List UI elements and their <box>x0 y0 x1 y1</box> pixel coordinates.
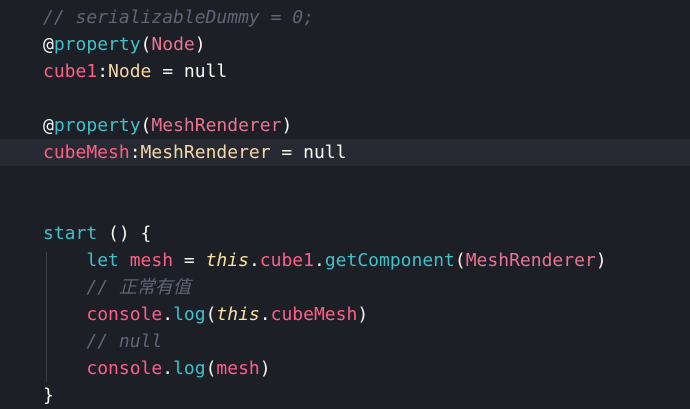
code-token: MeshRenderer <box>465 250 596 271</box>
code-line-content: console.log(mesh) <box>43 355 271 382</box>
code-token: ( <box>140 34 152 55</box>
code-token: mesh <box>129 250 174 271</box>
code-token: . <box>162 358 174 379</box>
code-token: mesh <box>216 358 260 379</box>
code-line[interactable]: } <box>0 382 690 409</box>
code-token: ( <box>140 115 152 136</box>
code-token: property <box>53 34 141 55</box>
code-token: ) <box>281 115 293 136</box>
code-token: cube1 <box>43 61 98 82</box>
code-token: () { <box>97 223 152 244</box>
code-token: log <box>173 358 206 379</box>
code-token: console <box>86 304 163 325</box>
code-token: this <box>216 304 260 325</box>
code-line-content: @property(MeshRenderer) <box>43 112 292 139</box>
code-token <box>43 331 86 352</box>
code-line[interactable]: let mesh = this.cube1.getComponent(MeshR… <box>0 247 690 274</box>
code-token: Node <box>151 34 195 55</box>
code-token: property <box>53 115 141 136</box>
code-line[interactable]: console.log(mesh) <box>0 355 690 382</box>
code-token <box>43 250 86 271</box>
code-token: @ <box>43 115 54 136</box>
code-line[interactable] <box>0 166 690 193</box>
code-token: : <box>97 61 109 82</box>
code-line[interactable]: start () { <box>0 220 690 247</box>
code-token: null <box>183 61 228 82</box>
code-token: // 正常有值 <box>86 277 191 298</box>
code-token: cubeMesh <box>43 142 130 163</box>
code-token: ) <box>357 304 369 325</box>
code-token: log <box>173 304 206 325</box>
code-token: ( <box>205 304 217 325</box>
code-line-content: // null <box>43 328 162 355</box>
code-token: ( <box>454 250 466 271</box>
code-token: MeshRenderer <box>140 142 271 163</box>
code-line-content: // serializableDummy = 0; <box>43 4 314 31</box>
code-token: . <box>313 250 325 271</box>
code-token <box>119 250 130 271</box>
code-token: cube1 <box>259 250 314 271</box>
code-token: . <box>248 250 260 271</box>
code-line-content: start () { <box>43 220 151 247</box>
code-token: console <box>86 358 163 379</box>
code-line-content: cube1:Node = null <box>43 58 227 85</box>
code-token: = <box>151 61 184 82</box>
code-line[interactable]: @property(Node) <box>0 31 690 58</box>
code-line[interactable]: // null <box>0 328 690 355</box>
code-line-content: // 正常有值 <box>43 274 191 301</box>
code-line[interactable]: console.log(this.cubeMesh) <box>0 301 690 328</box>
code-line[interactable]: // serializableDummy = 0; <box>0 4 690 31</box>
code-token: start <box>43 223 98 244</box>
code-token: let <box>86 250 119 271</box>
code-line[interactable] <box>0 85 690 112</box>
code-line-current[interactable]: cubeMesh:MeshRenderer = null <box>0 139 690 166</box>
code-line[interactable]: // 正常有值 <box>0 274 690 301</box>
code-token: ) <box>595 250 607 271</box>
code-line-content: @property(Node) <box>43 31 206 58</box>
code-token: . <box>162 304 174 325</box>
code-token: } <box>43 385 54 406</box>
code-token: ) <box>194 34 206 55</box>
code-line-content: } <box>43 382 54 409</box>
code-token: @ <box>43 34 54 55</box>
code-token: // serializableDummy = 0; <box>43 7 314 28</box>
code-token: ( <box>205 358 217 379</box>
code-token: = <box>270 142 304 163</box>
code-line-content: console.log(this.cubeMesh) <box>43 301 368 328</box>
code-line-content: let mesh = this.cube1.getComponent(MeshR… <box>43 247 607 274</box>
code-token: // null <box>86 331 163 352</box>
code-token: = <box>173 250 206 271</box>
code-token: ) <box>259 358 271 379</box>
code-token <box>43 277 86 298</box>
code-line[interactable] <box>0 193 690 220</box>
code-token: null <box>303 142 347 163</box>
code-token <box>43 358 86 379</box>
code-token: Node <box>108 61 152 82</box>
code-token: this <box>205 250 249 271</box>
code-line[interactable]: cube1:Node = null <box>0 58 690 85</box>
code-token: : <box>129 142 141 163</box>
indent-guide <box>46 252 47 382</box>
code-token: getComponent <box>324 250 455 271</box>
code-token: MeshRenderer <box>151 115 282 136</box>
code-line[interactable]: @property(MeshRenderer) <box>0 112 690 139</box>
code-token: . <box>259 304 271 325</box>
code-token: cubeMesh <box>270 304 358 325</box>
code-line-content: cubeMesh:MeshRenderer = null <box>43 139 346 166</box>
code-token <box>43 304 86 325</box>
